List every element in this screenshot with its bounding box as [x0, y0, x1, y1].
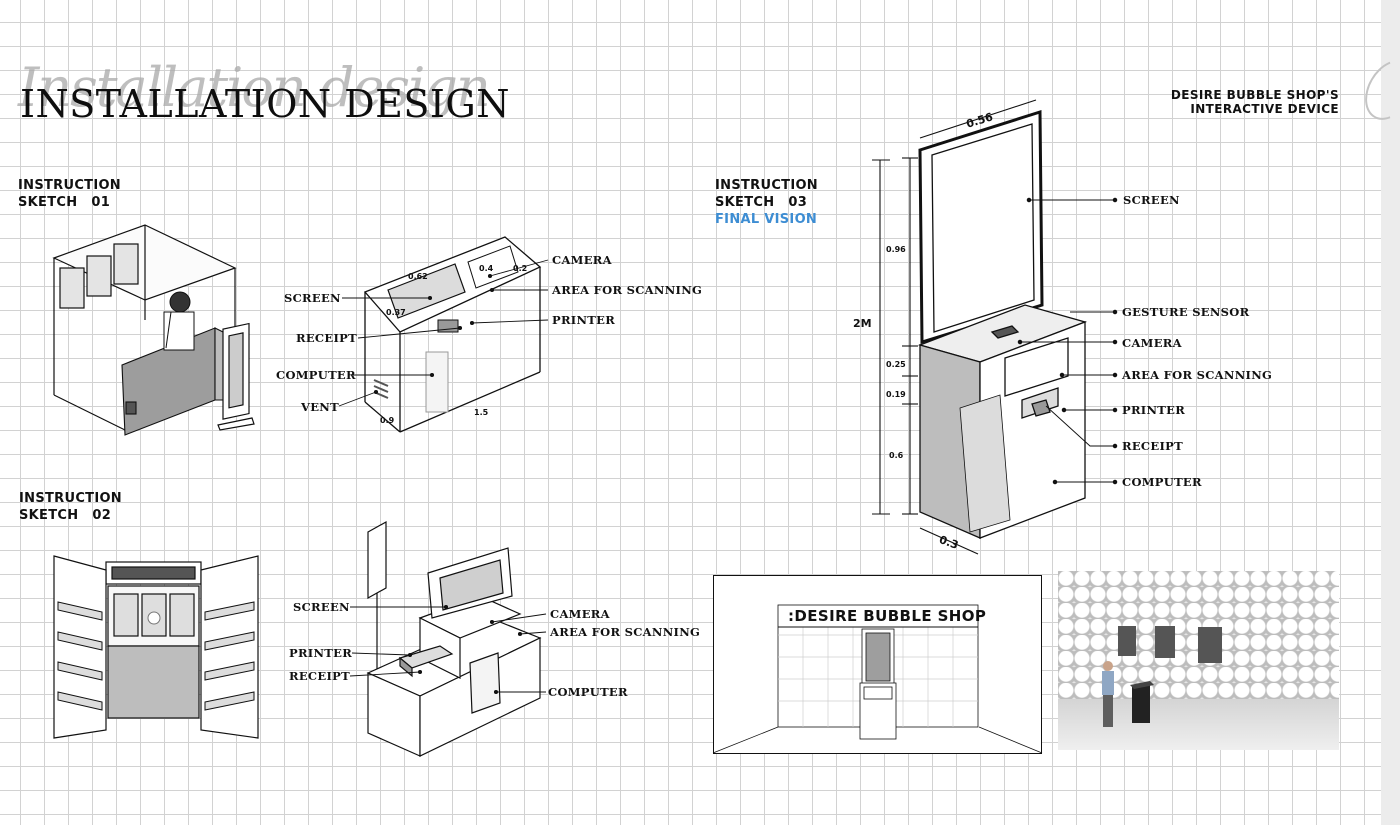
dim-scan-width-04: 0.4	[479, 264, 494, 273]
dim-base-depth-09: 0.9	[380, 416, 395, 425]
callout-03-scan-area: AREA FOR SCANNING	[1122, 368, 1273, 382]
storefront-shelves-sketch	[53, 555, 259, 739]
sketch-03-line1: INSTRUCTION	[715, 178, 818, 193]
callout-03-computer: COMPUTER	[1122, 475, 1202, 489]
dim-final-screen-h: 0.96	[886, 245, 906, 254]
render-photo-figures	[1102, 626, 1222, 727]
dim-base-length-15: 1.5	[474, 408, 489, 417]
callout-01-scan-area: AREA FOR SCANNING	[552, 283, 703, 297]
callout-01-screen: SCREEN	[284, 291, 341, 305]
project-subtitle-line2: INTERACTIVE DEVICE	[1190, 102, 1339, 116]
callout-01-computer: COMPUTER	[276, 368, 356, 382]
callout-02-computer: COMPUTER	[548, 685, 628, 699]
page-title: INSTALLATION DESIGN	[20, 82, 511, 126]
callout-02-scan-area: AREA FOR SCANNING	[550, 625, 701, 639]
project-subtitle: DESIRE BUBBLE SHOP'S INTERACTIVE DEVICE	[1171, 88, 1339, 116]
callout-01-vent: VENT	[301, 400, 339, 414]
callout-03-gesture-sensor: GESTURE SENSOR	[1122, 305, 1250, 319]
sketch-01-line2: SKETCH	[18, 195, 78, 210]
sketch-02-label: INSTRUCTION SKETCH 02	[19, 490, 122, 524]
callout-02-camera: CAMERA	[550, 607, 610, 621]
dim-top-width-062: 0.62	[408, 272, 428, 281]
callout-01-camera: CAMERA	[552, 253, 612, 267]
sketch-03-label: INSTRUCTION SKETCH 03 FINAL VISION	[715, 177, 818, 228]
render-photo	[1058, 571, 1339, 750]
callout-01-printer: PRINTER	[552, 313, 616, 327]
standee-screen	[217, 322, 255, 431]
callout-02-printer: PRINTER	[289, 646, 353, 660]
sketch-01-label: INSTRUCTION SKETCH 01	[18, 177, 121, 211]
sketch-03-subtitle: FINAL VISION	[715, 212, 818, 227]
sketch-02-line1: INSTRUCTION	[19, 491, 122, 506]
sketch-01-line1: INSTRUCTION	[18, 178, 121, 193]
dim-scan-depth-02: 0.2	[513, 264, 528, 273]
booth-room-sketch	[52, 224, 255, 436]
kiosk-sketch-02	[366, 520, 542, 757]
kiosk-miniature	[859, 628, 897, 740]
side-scroll-strip	[1381, 0, 1400, 825]
person-figure	[163, 291, 195, 351]
sketch-03-line2: SKETCH	[715, 195, 775, 210]
dim-final-height-2m: 2M	[853, 317, 872, 330]
storefront-render	[712, 575, 1043, 754]
callout-03-receipt: RECEIPT	[1122, 439, 1183, 453]
person-in-render	[1102, 661, 1114, 727]
callout-02-screen: SCREEN	[293, 600, 350, 614]
final-kiosk-drawing	[872, 99, 1088, 555]
project-subtitle-line1: DESIRE BUBBLE SHOP'S	[1170, 88, 1339, 102]
dim-final-025: 0.25	[886, 360, 906, 369]
callout-01-receipt: RECEIPT	[296, 331, 357, 345]
callout-02-receipt: RECEIPT	[289, 669, 350, 683]
dim-final-019: 0.19	[886, 390, 906, 399]
storefront-sign: :DESIRE BUBBLE SHOP	[788, 607, 987, 625]
sketch-03-number: 03	[788, 195, 808, 210]
script-title-watermark: Installation design	[18, 56, 491, 119]
sketch-02-number: 02	[92, 508, 112, 523]
kiosk-sketch-01	[363, 236, 542, 433]
sketch-02-line2: SKETCH	[19, 508, 79, 523]
callout-03-printer: PRINTER	[1122, 403, 1186, 417]
dim-screen-depth-037: 0.37	[386, 308, 406, 317]
dim-final-06: 0.6	[889, 451, 904, 460]
callout-03-screen: SCREEN	[1123, 193, 1180, 207]
callout-03-camera: CAMERA	[1122, 336, 1182, 350]
sketch-01-number: 01	[91, 195, 111, 210]
